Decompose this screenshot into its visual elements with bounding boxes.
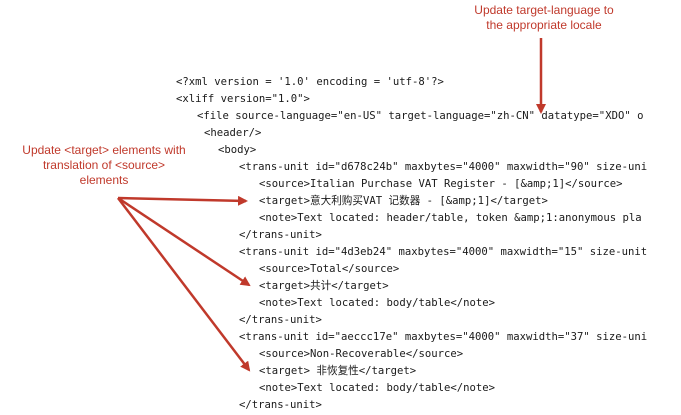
code-line: <header/> bbox=[204, 127, 262, 139]
annotation-line: Update target-language to bbox=[474, 3, 614, 17]
code-line: <source>Non-Recoverable</source> bbox=[259, 348, 464, 360]
annotation-line: the appropriate locale bbox=[486, 18, 602, 32]
code-line: </trans-unit> bbox=[239, 314, 322, 326]
code-line: <target> 非恢复性</target> bbox=[259, 365, 417, 377]
code-line: </trans-unit> bbox=[239, 229, 322, 241]
target-language-annotation: Update target-language to the appropriat… bbox=[452, 3, 636, 33]
code-line: <target>共计</target> bbox=[259, 280, 389, 292]
code-line: <trans-unit id="d678c24b" maxbytes="4000… bbox=[239, 161, 648, 173]
code-line: <trans-unit id="aeccc17e" maxbytes="4000… bbox=[239, 331, 648, 343]
code-line: <file source-language="en-US" target-lan… bbox=[197, 110, 644, 122]
target-elements-annotation: Update <target> elements with translatio… bbox=[6, 143, 202, 188]
code-line: <source>Total</source> bbox=[259, 263, 400, 275]
annotation-line: elements bbox=[79, 173, 129, 187]
code-line: <trans-unit id="4d3eb24" maxbytes="4000"… bbox=[239, 246, 648, 258]
code-line: <note>Text located: body/table</note> bbox=[259, 382, 495, 394]
code-line: <source>Italian Purchase VAT Register - … bbox=[259, 178, 623, 190]
code-line: <note>Text located: body/table</note> bbox=[259, 297, 495, 309]
code-line: <target>意大利购买VAT 记数器 - [&amp;1]</target> bbox=[259, 195, 548, 207]
annotation-line: translation of <source> bbox=[42, 158, 166, 172]
code-line: <?xml version = '1.0' encoding = 'utf-8'… bbox=[176, 76, 444, 88]
code-line: <xliff version="1.0"> bbox=[176, 93, 310, 105]
arrow-to-target-3 bbox=[117, 197, 251, 372]
arrow-to-target-1 bbox=[117, 195, 248, 206]
annotation-line: Update <target> elements with bbox=[22, 143, 186, 157]
code-line: </trans-unit> bbox=[239, 399, 322, 411]
code-line: <body> bbox=[218, 144, 257, 156]
code-line: <note>Text located: header/table, token … bbox=[259, 212, 642, 224]
arrow-to-target-2 bbox=[117, 196, 251, 287]
